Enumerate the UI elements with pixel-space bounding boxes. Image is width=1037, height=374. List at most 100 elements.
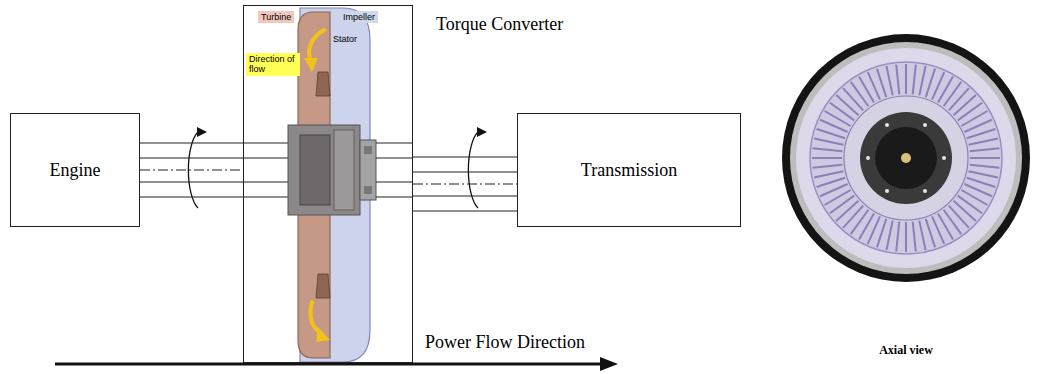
axial-view-illustration (885, 189, 889, 193)
axial-view-illustration (812, 64, 1000, 252)
axial-view-illustration (836, 95, 858, 115)
shaft-axis (140, 170, 243, 171)
axial-view-illustration (944, 210, 962, 234)
axial-view-illustration (843, 88, 863, 110)
axial-view-illustration (875, 127, 937, 189)
axial-view-illustration (932, 216, 944, 243)
axial-view-illustration (812, 157, 842, 159)
axial-view-illustration (958, 196, 982, 214)
axial-view-illustration (885, 123, 889, 127)
axial-view-illustration (877, 219, 886, 248)
axial-view-illustration (926, 219, 935, 248)
axial-view-illustration (964, 120, 991, 132)
converter-illustration (376, 142, 413, 143)
converter-illustration (364, 146, 372, 154)
axial-view-illustration (810, 62, 1002, 254)
axial-view-illustration (938, 77, 953, 103)
converter-illustration (243, 8, 413, 362)
converter-illustration (376, 181, 413, 182)
component-title: Torque Converter (436, 14, 563, 35)
axial-view-illustration (954, 95, 976, 115)
axial-view-illustration (836, 201, 858, 221)
axial-view-illustration (866, 123, 946, 193)
axial-view-illustration (896, 65, 899, 95)
axial-view-illustration (886, 66, 892, 95)
axial-view-illustration (954, 201, 976, 221)
axial-view-illustration (970, 157, 1000, 159)
axial-view-illustration (926, 69, 935, 98)
axial-view-illustration (825, 111, 851, 126)
shaft (413, 157, 517, 211)
axial-view-illustration (967, 129, 996, 138)
axial-view-illustration (949, 206, 969, 228)
axial-view-illustration (923, 123, 927, 127)
transmission-box: Transmission (517, 113, 741, 227)
shaft-line (413, 195, 517, 196)
axial-view-illustration (814, 138, 843, 144)
axial-view-illustration (843, 206, 863, 228)
axial-view-illustration (813, 148, 843, 151)
axial-view-illustration (886, 221, 892, 250)
axial-view-illustration (923, 189, 927, 193)
shaft-line (413, 156, 517, 157)
converter-illustration (376, 196, 413, 197)
rotation-arrowhead (197, 127, 487, 137)
power-flow-arrow (600, 357, 618, 371)
rotation-arrowhead (477, 127, 487, 137)
converter-illustration (243, 142, 288, 143)
converter-illustration (304, 58, 318, 72)
converter-illustration (300, 135, 330, 205)
axial-view-illustration (820, 184, 847, 196)
axial-view-illustration (942, 156, 946, 160)
converter-illustration (316, 327, 330, 342)
axial-view-illustration (790, 42, 1022, 274)
shaft-line (413, 171, 517, 172)
box-label: Transmission (581, 160, 677, 181)
axial-view-illustration (913, 222, 916, 252)
axial-view-illustration (859, 213, 874, 239)
part-label: Turbine (258, 11, 294, 23)
part-label: Impeller (340, 11, 378, 23)
axial-view-illustration (967, 178, 996, 187)
converter-illustration (309, 30, 324, 334)
axial-view-illustration (970, 148, 1000, 151)
converter-illustration (316, 274, 330, 298)
axial-view-illustration (913, 65, 916, 95)
converter-illustration (243, 181, 288, 182)
converter-illustration (310, 302, 322, 334)
power-flow-arrow (55, 357, 618, 371)
shaft-axis (413, 184, 517, 185)
axial-view-illustration (796, 48, 1016, 268)
axial-view-illustration (851, 82, 869, 106)
axial-view-illustration (896, 222, 899, 252)
axial-view-illustration (844, 96, 968, 220)
axial-view-illustration (782, 34, 1030, 282)
view-caption: Axial view (879, 344, 933, 358)
axial-view-illustration (851, 210, 869, 234)
axial-view-illustration (901, 153, 911, 163)
converter-illustration (298, 12, 330, 358)
axial-view-illustration (949, 88, 969, 110)
rotation-arrow (468, 132, 478, 208)
axial-view-illustration (860, 112, 952, 204)
axial-view-illustration (877, 69, 886, 98)
axial-view-illustration (969, 171, 998, 177)
axial-view-illustration (905, 222, 907, 252)
converter-illustration (243, 157, 288, 158)
axial-view-illustration (782, 34, 1030, 282)
converter-illustration (334, 130, 354, 210)
axis-caption: Power Flow Direction (425, 332, 585, 353)
shaft-line (413, 210, 517, 211)
converter-illustration (316, 72, 330, 96)
axial-view-illustration (970, 165, 1000, 168)
converter-illustration (309, 30, 324, 62)
shaft-line (140, 196, 243, 197)
converter-illustration (376, 143, 413, 197)
axial-view-illustration (866, 156, 870, 160)
axial-view-illustration (944, 82, 962, 106)
converter-illustration (288, 125, 360, 215)
shaft-line (140, 181, 243, 182)
box-label: Engine (50, 160, 101, 181)
converter-illustration (360, 140, 376, 200)
